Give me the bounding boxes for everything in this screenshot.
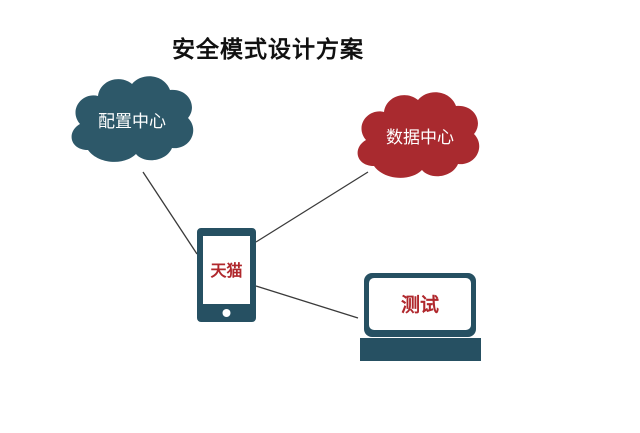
laptop-base (360, 338, 481, 361)
phone-home-button (222, 309, 231, 317)
config-center-label: 配置中心 (98, 112, 166, 132)
phone-device: 天猫 (197, 228, 256, 322)
connector-data-to-phone (255, 171, 369, 243)
cloud-shape (71, 76, 194, 162)
laptop-label: 测试 (401, 294, 439, 316)
phone-label: 天猫 (210, 261, 242, 280)
laptop-screen (369, 278, 471, 330)
laptop-device: 测试 (360, 273, 481, 361)
data-center-label: 数据中心 (386, 128, 454, 148)
phone-screen (203, 236, 250, 304)
config-center-cloud: 配置中心 (71, 76, 194, 162)
data-center-cloud: 数据中心 (357, 92, 480, 178)
cloud-shape (357, 92, 480, 178)
connector-config-to-phone (142, 171, 198, 255)
connector-phone-to-laptop (255, 285, 359, 319)
diagram-title: 安全模式设计方案 (172, 37, 364, 63)
